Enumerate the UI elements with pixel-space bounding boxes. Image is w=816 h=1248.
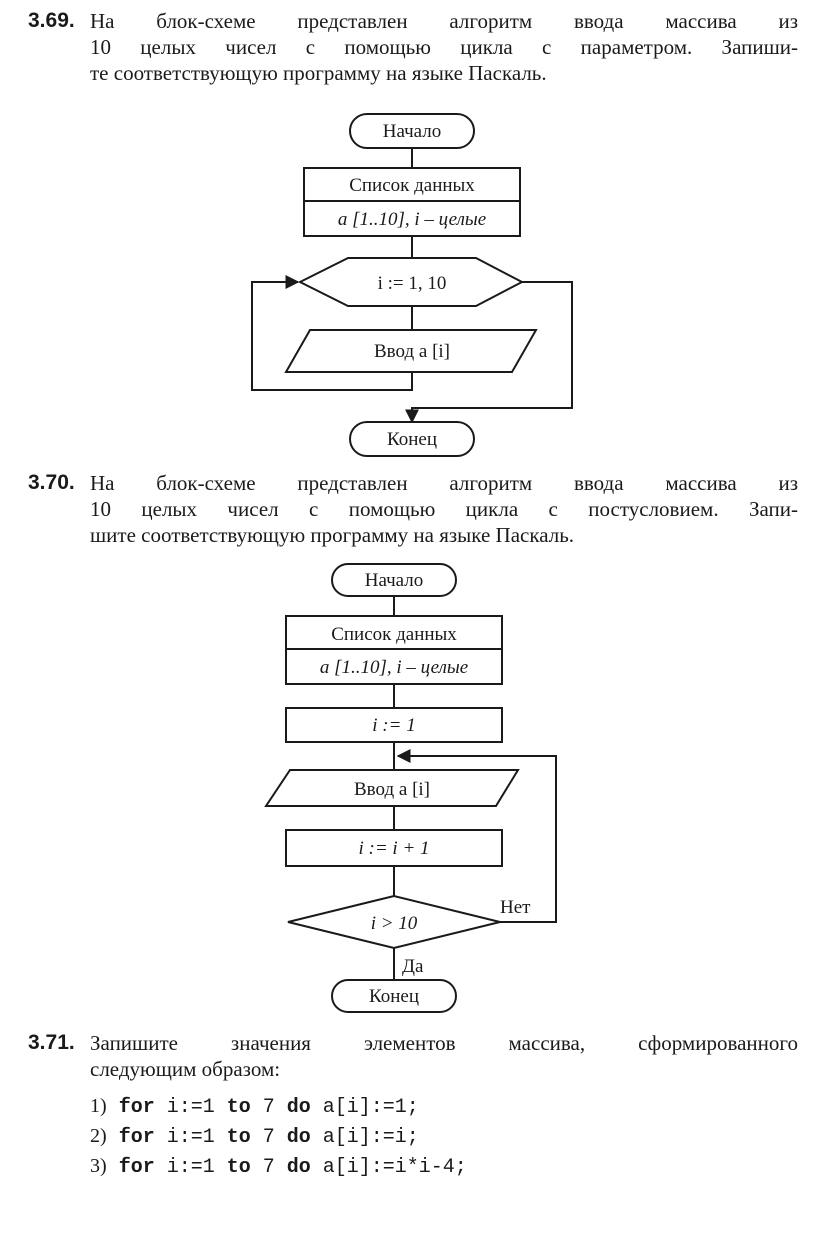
- data-title: Список данных: [349, 175, 475, 196]
- task-text: На блок-схеме представлен алгоритм ввода…: [90, 470, 798, 548]
- data-title: Список данных: [331, 624, 457, 645]
- task-line: шите соответствующую программу на языке …: [90, 523, 575, 547]
- condition-block: [287, 894, 501, 950]
- task-line: 10 целых чисел с помощью цикла с парамет…: [90, 35, 798, 59]
- task-line: 10 целых чисел с помощью цикла с постусл…: [90, 497, 798, 521]
- init-label: i := 1: [372, 715, 415, 736]
- loop-exit-arrow: [405, 281, 573, 424]
- end-terminal: [349, 421, 475, 457]
- task-line: Запишите значения элементов массива, сфо…: [90, 1031, 798, 1055]
- task-line: На блок-схеме представлен алгоритм ввода…: [90, 9, 798, 33]
- start-label: Начало: [383, 121, 442, 142]
- code-listing: 1) for i:=1 to 7 do a[i]:=1; 2) for i:=1…: [90, 1092, 467, 1182]
- input-block: [284, 329, 538, 373]
- increment-block: [285, 829, 503, 867]
- task-number: 3.70.: [28, 471, 75, 494]
- end-label: Конец: [387, 429, 437, 450]
- loop-back-arrow: [251, 275, 413, 391]
- data-declaration: a [1..10], i – целые: [338, 209, 486, 230]
- task-line: те соответствующую программу на языке Па…: [90, 61, 547, 85]
- input-label: Ввод a [i]: [374, 341, 450, 362]
- no-label: Нет: [500, 897, 531, 918]
- condition-label: i > 10: [371, 913, 418, 934]
- data-declaration: a [1..10], i – целые: [320, 657, 468, 678]
- loop-block: [297, 257, 525, 307]
- task-line: следующим образом:: [90, 1057, 281, 1081]
- start-label: Начало: [365, 570, 424, 591]
- start-terminal: [331, 563, 457, 597]
- flowchart-3-70: Начало Список данных a [1..10], i – целы…: [264, 563, 557, 1013]
- yes-label: Да: [402, 956, 424, 977]
- end-label: Конец: [369, 986, 419, 1007]
- start-terminal: [349, 113, 475, 149]
- code-line: 1) for i:=1 to 7 do a[i]:=1;: [90, 1095, 419, 1119]
- task-text: Запишите значения элементов массива, сфо…: [90, 1030, 798, 1082]
- input-block: [264, 769, 520, 807]
- loop-label: i := 1, 10: [378, 273, 447, 294]
- task-3-71: 3.71. Запишите значения элементов массив…: [28, 1030, 798, 1082]
- init-block: [285, 707, 503, 743]
- end-terminal: [331, 979, 457, 1013]
- task-number: 3.69.: [28, 9, 75, 32]
- increment-label: i := i + 1: [358, 838, 429, 859]
- task-3-69: 3.69. На блок-схеме представлен алгоритм…: [28, 8, 798, 86]
- input-label: Ввод a [i]: [354, 779, 430, 800]
- task-number: 3.71.: [28, 1031, 75, 1054]
- code-line: 3) for i:=1 to 7 do a[i]:=i*i-4;: [90, 1155, 467, 1179]
- flowchart-3-69: Начало Список данных a [1..10], i – целы…: [251, 113, 573, 457]
- task-3-70: 3.70. На блок-схеме представлен алгоритм…: [28, 470, 798, 548]
- task-text: На блок-схеме представлен алгоритм ввода…: [90, 8, 798, 86]
- code-line: 2) for i:=1 to 7 do a[i]:=i;: [90, 1125, 419, 1149]
- no-branch-arrow: [396, 749, 557, 923]
- task-line: На блок-схеме представлен алгоритм ввода…: [90, 471, 798, 495]
